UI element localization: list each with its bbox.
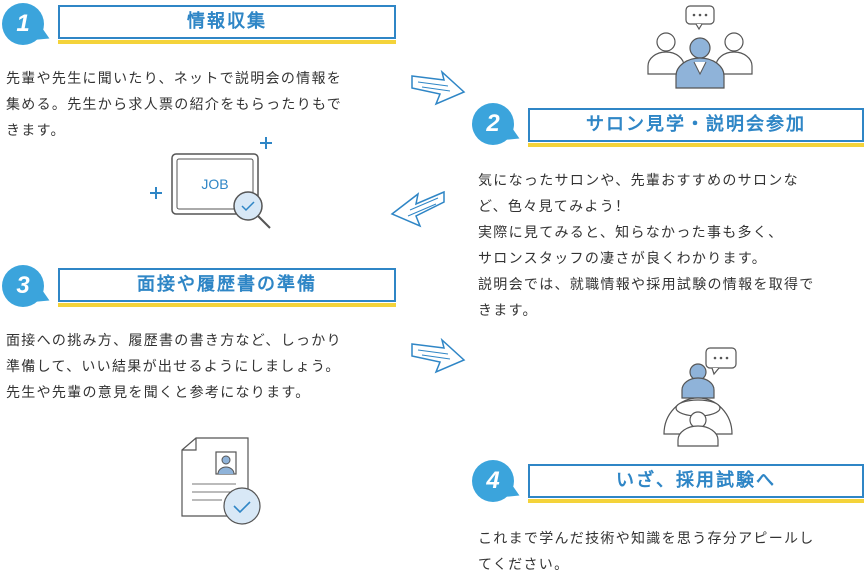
step-title: 面接や履歴書の準備 — [58, 268, 396, 307]
step-number-badge: 2 — [472, 103, 514, 145]
description-line: 集める。先生から求人票の紹介をもらったりもで — [6, 97, 343, 113]
arrow-left-icon — [390, 188, 446, 228]
step-number-badge: 3 — [2, 265, 44, 307]
description-line: これまで学んだ技術や知識を思う存分アピールし — [478, 531, 815, 547]
description-line: 気になったサロンや、先輩おすすめのサロンな — [478, 173, 799, 189]
description-line: きます。 — [6, 123, 66, 139]
description-line: てください。 — [478, 557, 570, 573]
job-search-icon: JOB — [148, 134, 278, 234]
arrow-right-icon — [410, 337, 466, 374]
description-line: 先輩や先生に聞いたり、ネットで説明会の情報を — [6, 71, 343, 87]
description-line: 実際に見てみると、知らなかった事も多く、 — [478, 225, 784, 241]
step-title: サロン見学・説明会参加 — [528, 108, 864, 147]
description-line: ど、色々見てみよう！ — [478, 199, 631, 215]
arrow-right-icon — [410, 69, 466, 106]
job-label: JOB — [201, 176, 228, 192]
interview-icon — [660, 346, 746, 448]
step-description: 面接への挑み方、履歴書の書き方など、しっかり 準備して、いい結果が出せるようにし… — [6, 328, 406, 406]
description-line: サロンスタッフの凄さが良くわかります。 — [478, 251, 768, 267]
group-meeting-icon — [644, 4, 756, 90]
step-title: 情報収集 — [58, 5, 396, 44]
description-line: 先生や先輩の意見を聞くと参考になります。 — [6, 385, 311, 401]
step-title: いざ、採用試験へ — [528, 464, 864, 503]
step-description: 先輩や先生に聞いたり、ネットで説明会の情報を 集める。先生から求人票の紹介をもら… — [6, 66, 406, 144]
description-line: 準備して、いい結果が出せるようにしましょう。 — [6, 359, 341, 375]
description-line: きます。 — [478, 303, 538, 319]
description-line: 面接への挑み方、履歴書の書き方など、しっかり — [6, 333, 342, 349]
step-description: これまで学んだ技術や知識を思う存分アピールし てください。 — [478, 526, 866, 578]
step-description: 気になったサロンや、先輩おすすめのサロンな ど、色々見てみよう！ 実際に見てみる… — [478, 168, 866, 324]
resume-check-icon — [178, 436, 268, 528]
step-number-badge: 1 — [2, 3, 44, 45]
step-number-badge: 4 — [472, 460, 514, 502]
description-line: 説明会では、就職情報や採用試験の情報を取得で — [478, 277, 815, 293]
